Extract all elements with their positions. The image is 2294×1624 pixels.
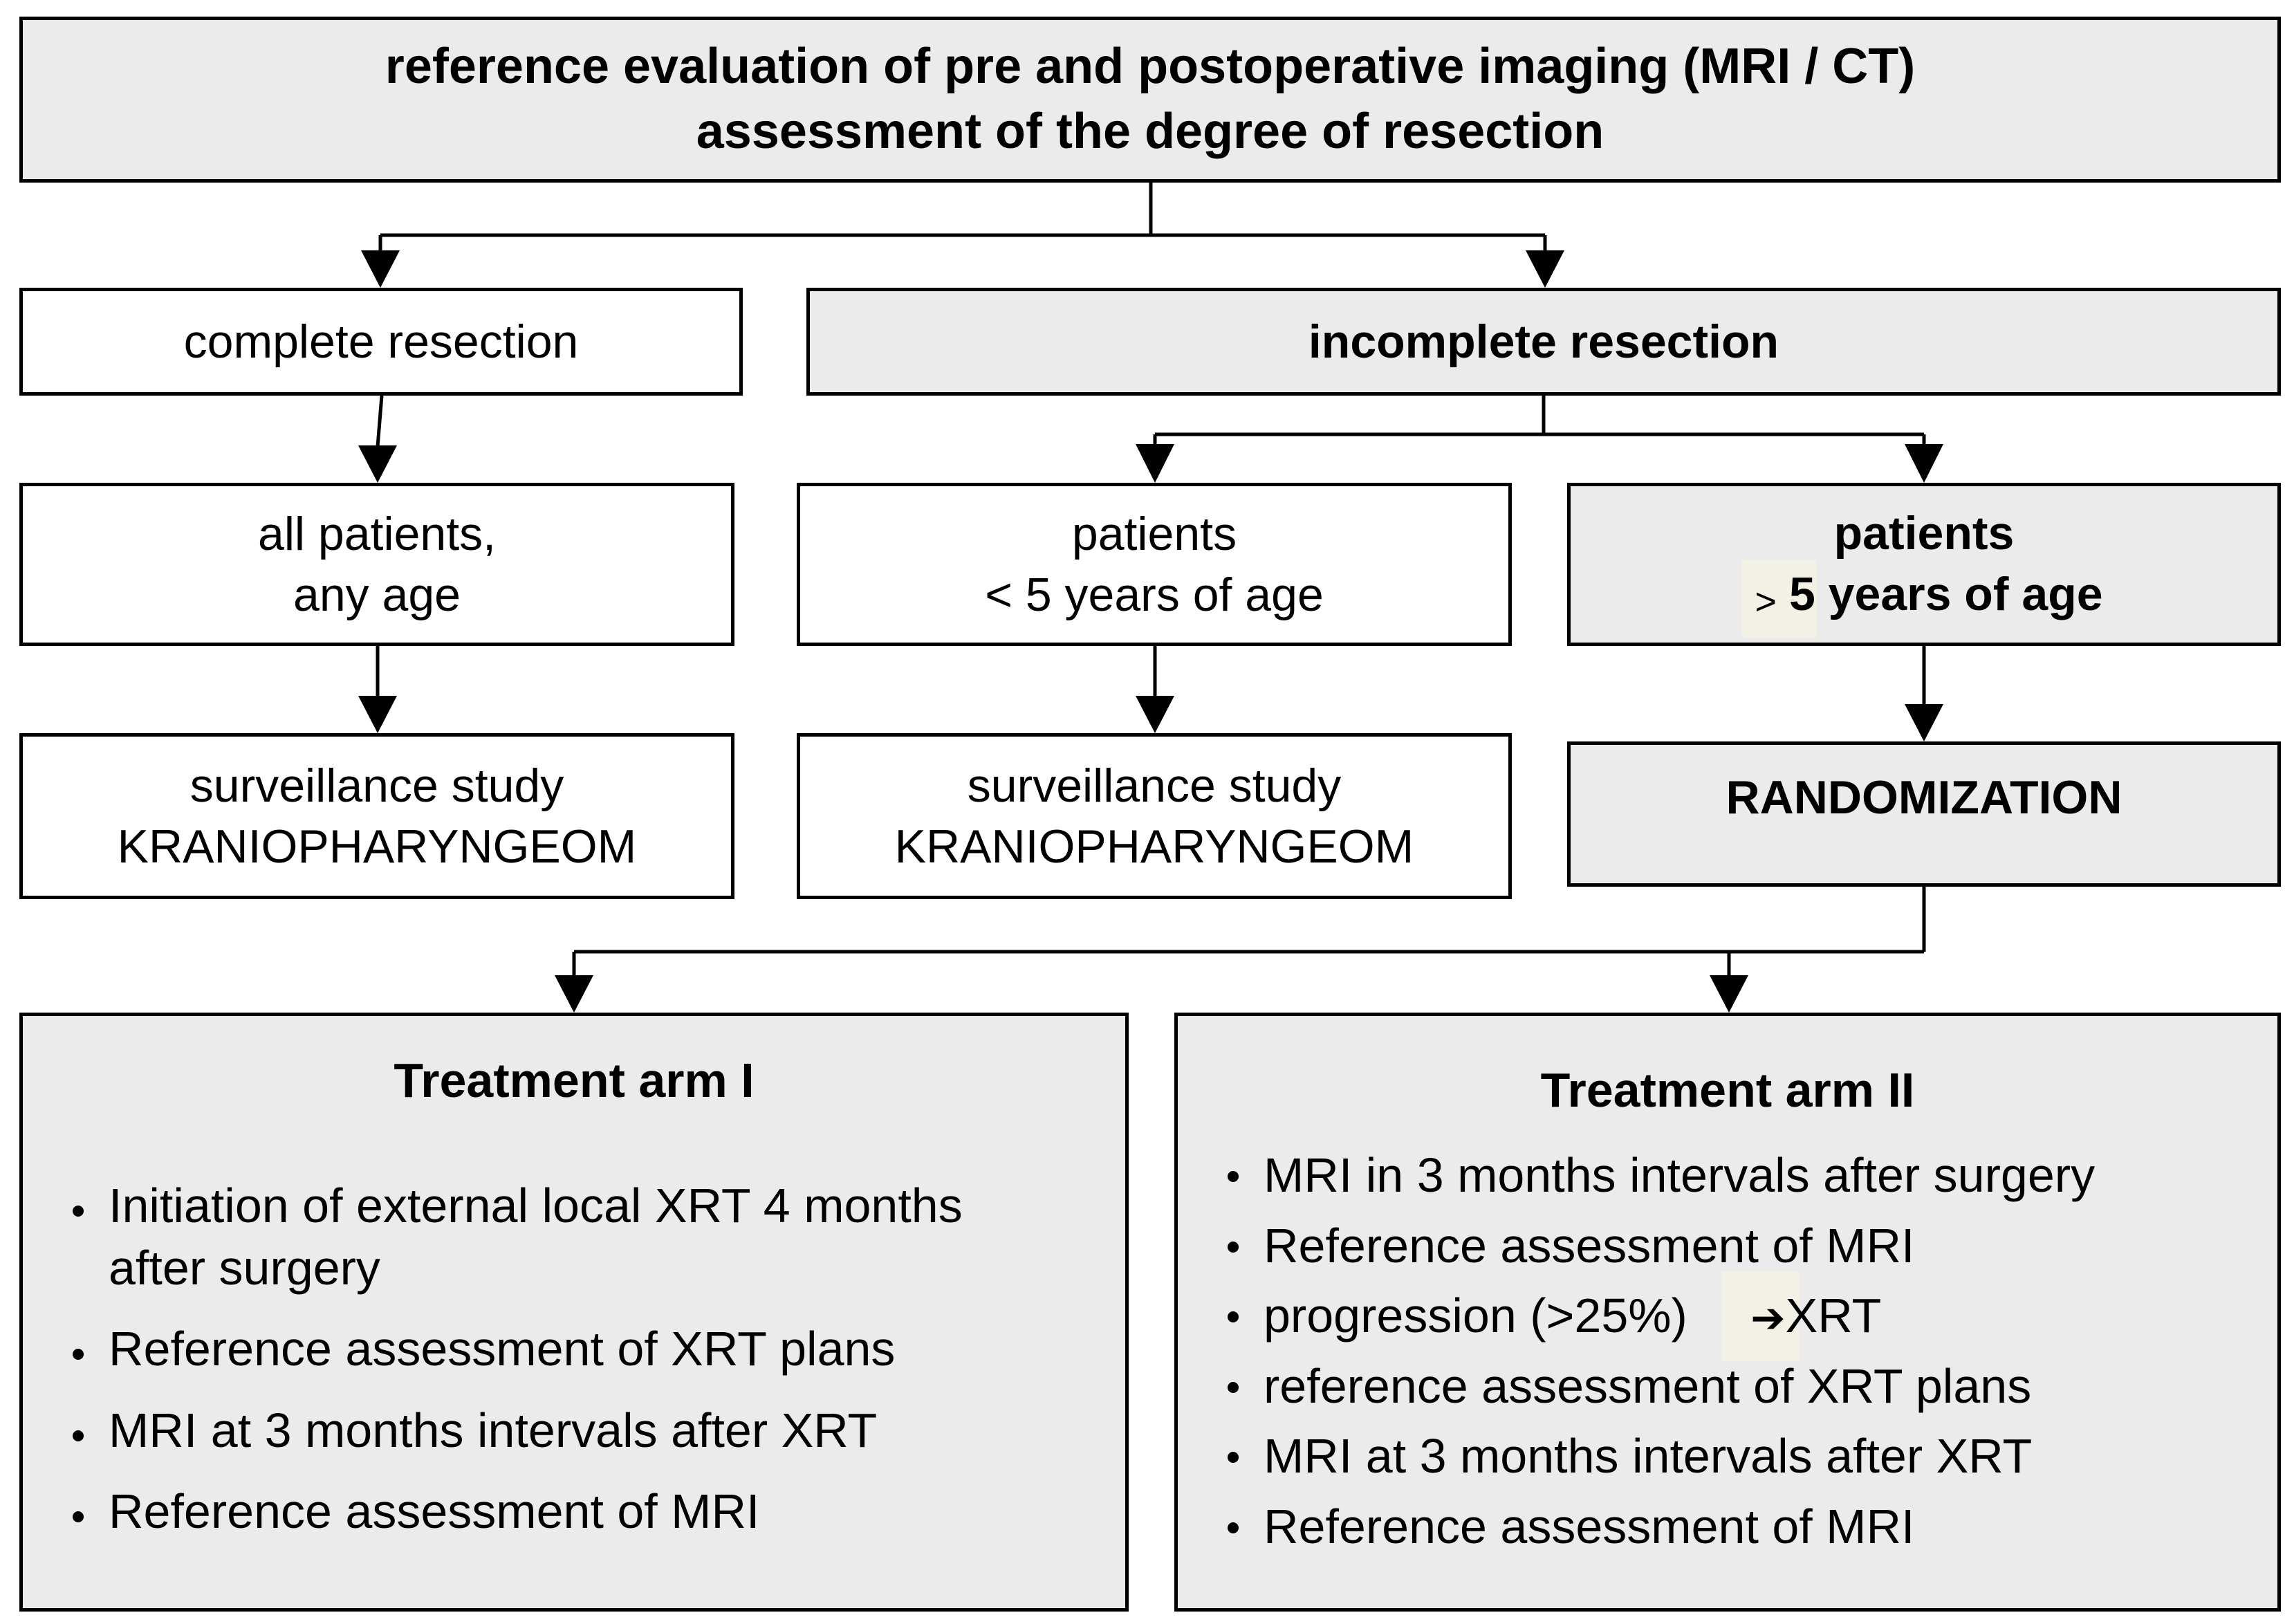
randomization-box: RANDOMIZATION [1567,741,2281,887]
arrow-heads [358,250,1943,1013]
arm-2-item-progression: progression (>25%) ➔XRT [1214,1271,2251,1361]
arrowhead-arm-2 [1710,975,1748,1013]
over-5-age-text: 5 years of age [1788,568,2103,621]
treatment-arm-1-box: Treatment arm I Initiation of external l… [19,1013,1129,1612]
arm-1-item: MRI at 3 months intervals after XRT [59,1400,1096,1462]
patients-under-5-line-1: patients [1071,507,1237,560]
patients-over-5-box: patients >5 years of age [1567,483,2281,646]
greater-than-symbol: > [1755,581,1777,623]
all-patients-box: all patients, any age [19,483,734,646]
progression-highlight [1721,1271,1799,1361]
arm-2-item: Reference assessment of MRI [1214,1211,2251,1282]
treatment-arm-2-box: Treatment arm II MRI in 3 months interva… [1174,1013,2281,1612]
treatment-arm-1-list: Initiation of external local XRT 4 month… [59,1175,1096,1543]
all-patients-line-1: all patients, [258,507,496,560]
connector-lines [376,183,1926,977]
treatment-arm-2-list: MRI in 3 months intervals after surgery … [1214,1141,2251,1562]
arrowhead-incomplete [1526,250,1564,288]
surveillance-mid-line-2: KRANIOPHARYNGEOM [894,820,1414,873]
surveillance-study-left-box: surveillance study KRANIOPHARYNGEOM [19,733,734,899]
patients-under-5-line-2: < 5 years of age [985,569,1324,621]
arm-1-item: Reference assessment of XRT plans [59,1318,1096,1381]
patients-over-5-line-2: >5 years of age [1742,560,2103,638]
all-patients-line-2: any age [293,569,461,621]
complete-resection-label: complete resection [183,315,579,368]
arrowhead-arm-1 [555,975,593,1013]
surveillance-left-line-2: KRANIOPHARYNGEOM [117,820,637,873]
arm-2-item: Reference assessment of MRI [1214,1492,2251,1562]
arrowhead-surveillance-mid [1136,696,1174,733]
progression-text: progression (>25%) [1264,1289,1687,1342]
arm-1-item: Initiation of external local XRT 4 month… [59,1175,1063,1299]
arrowhead-complete [361,250,400,288]
arm-2-item: reference assessment of XRT plans [1214,1351,2251,1422]
arm-2-item: MRI in 3 months intervals after surgery [1214,1141,2251,1211]
surveillance-mid-line-1: surveillance study [967,759,1342,812]
progression-xrt: XRT [1785,1289,1882,1342]
top-reference-evaluation-box: reference evaluation of pre and postoper… [19,17,2281,183]
arrowhead-over-5 [1905,444,1943,483]
patients-over-5-line-1: patients [1833,506,2015,560]
arrowhead-all-patients [358,445,397,483]
over-5-highlight [1742,560,1817,638]
surveillance-left-line-1: surveillance study [189,759,564,812]
arrowhead-under-5 [1136,444,1174,483]
arm-2-item: MRI at 3 months intervals after XRT [1214,1421,2251,1492]
right-arrow-icon: ➔ [1750,1294,1786,1342]
patients-under-5-box: patients < 5 years of age [797,483,1512,646]
top-line-2: assessment of the degree of resection [696,104,1604,159]
randomization-label: RANDOMIZATION [1726,771,2122,824]
incomplete-resection-label: incomplete resection [1308,315,1779,368]
treatment-arm-1-title: Treatment arm I [394,1053,755,1107]
arm-1-item: Reference assessment of MRI [59,1481,1096,1543]
arrowhead-randomization [1905,704,1943,741]
treatment-arm-2-title: Treatment arm II [1540,1063,1915,1117]
arrowhead-surveillance-left [358,696,397,733]
surveillance-study-middle-box: surveillance study KRANIOPHARYNGEOM [797,733,1512,899]
top-line-1: reference evaluation of pre and postoper… [385,39,1916,95]
incomplete-resection-box: incomplete resection [806,288,2281,396]
complete-resection-box: complete resection [19,288,743,396]
